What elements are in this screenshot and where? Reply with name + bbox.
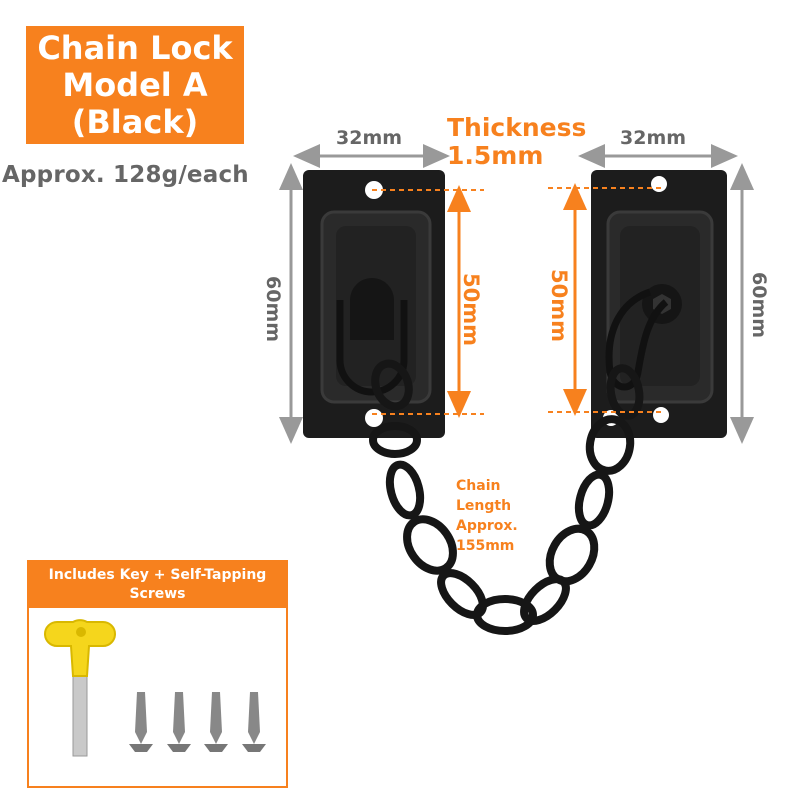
key-icon [44, 619, 116, 757]
weight-label: Approx. 128g/each [2, 162, 249, 188]
chain-length-line-4: 155mm [456, 538, 515, 554]
left-mount-plate [303, 170, 445, 438]
left-height-label: 60mm [262, 276, 284, 343]
accessories-panel: Includes Key + Self-Tapping Screws [27, 560, 288, 788]
title-line-1: Chain Lock [37, 28, 233, 67]
title-line-3: (Black) [71, 102, 199, 141]
chain-length-label: Chain Length Approx. 155mm [456, 476, 518, 556]
accessories-line-1: Includes Key + Self-Tapping [48, 567, 267, 583]
accessories-line-2: Screws [129, 586, 186, 602]
chain [369, 359, 644, 635]
left-width-label: 32mm [336, 127, 403, 149]
right-height-label: 60mm [748, 272, 770, 339]
right-hole-spacing-label: 50mm [547, 269, 571, 342]
left-hole-spacing-label: 50mm [459, 273, 483, 346]
screw-icon [129, 692, 266, 752]
product-title-badge: Chain Lock Model A (Black) [26, 26, 244, 144]
accessories-header: Includes Key + Self-Tapping Screws [29, 562, 286, 608]
thickness-line-1: Thickness [447, 113, 587, 142]
chain-length-line-3: Approx. [456, 518, 518, 534]
title-line-2: Model A [62, 65, 208, 104]
chain-length-line-2: Length [456, 498, 512, 514]
accessories-illustration [44, 619, 266, 757]
right-width-label: 32mm [620, 127, 687, 149]
thickness-line-2: 1.5mm [447, 141, 544, 170]
chain-length-line-1: Chain [456, 478, 501, 494]
thickness-label: Thickness 1.5mm [447, 114, 586, 170]
